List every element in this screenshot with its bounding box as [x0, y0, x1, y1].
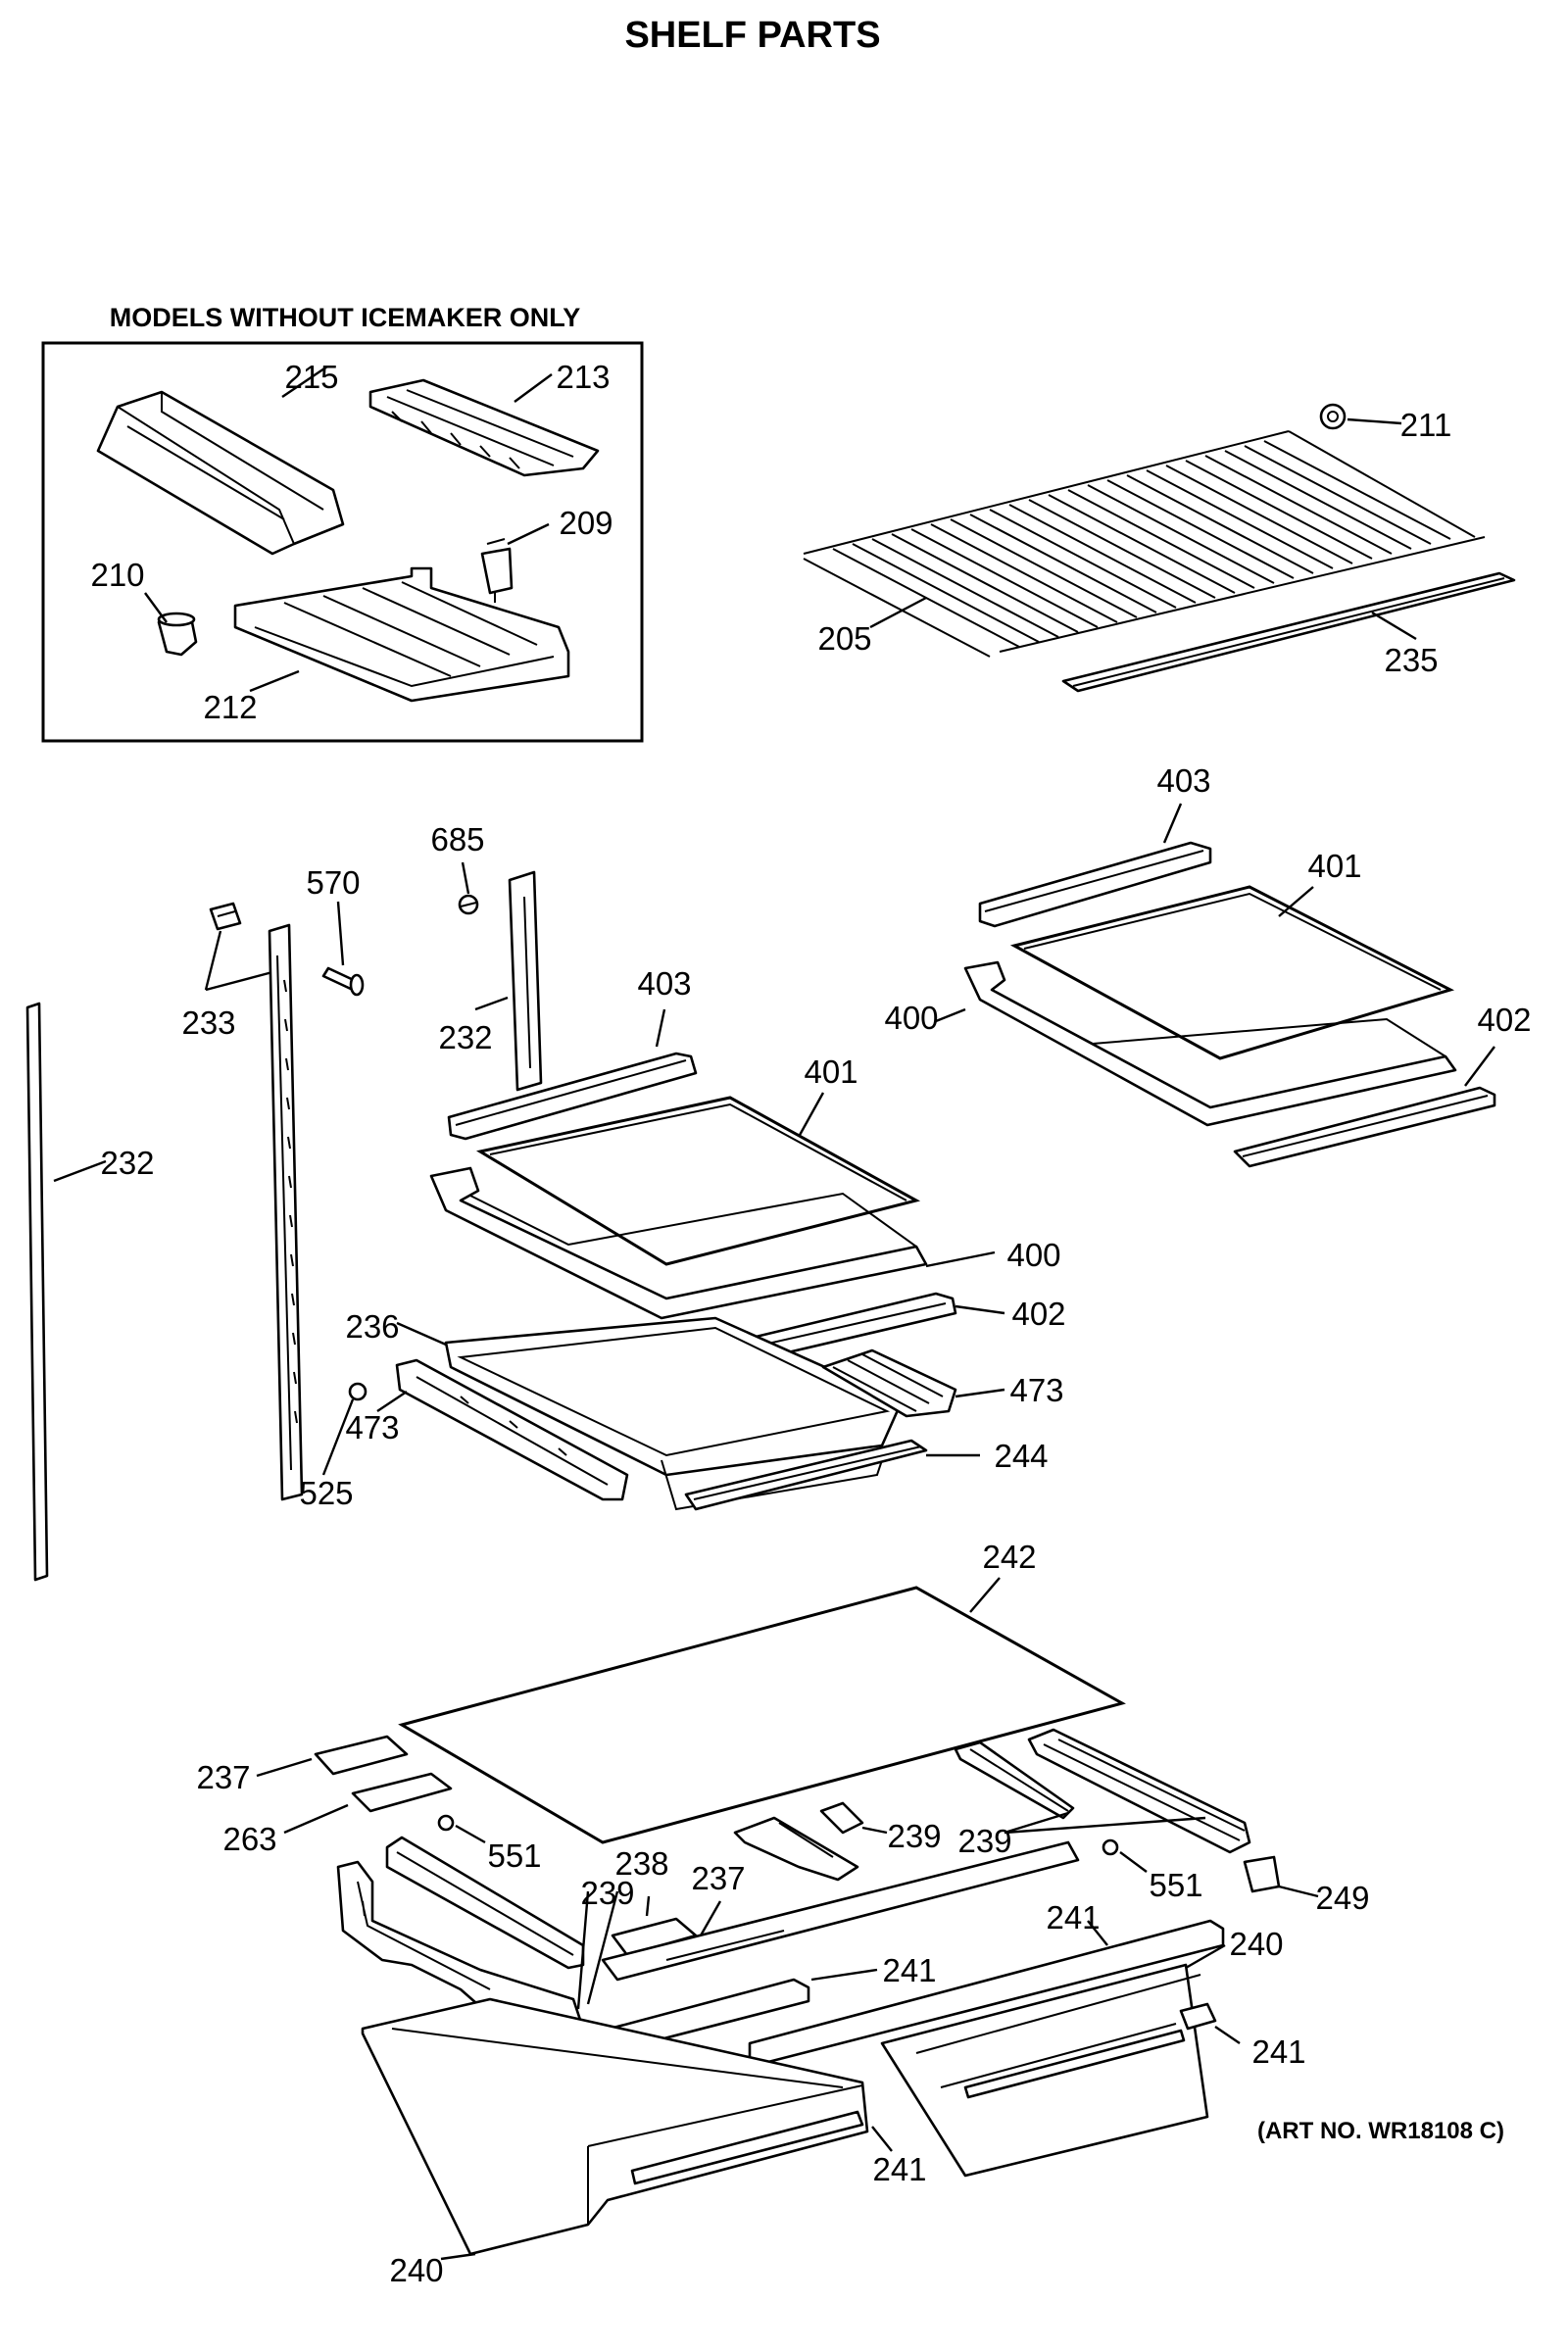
- part-263-left-trim: [351, 1772, 453, 1813]
- callout-241-right: 241: [1251, 2034, 1305, 2070]
- callout-235: 235: [1384, 642, 1438, 678]
- callout-240-right: 240: [1229, 1926, 1283, 1962]
- part-401-center-glass: [475, 1096, 921, 1266]
- part-241-right-handle: [1179, 2002, 1217, 2031]
- part-205-wire-shelf: [803, 430, 1486, 658]
- part-crisper-right-slide: [1027, 1728, 1251, 1854]
- part-237-center-rail: [601, 1840, 1080, 1982]
- part-685-screw: [458, 894, 479, 915]
- part-236-crisper-cover: [444, 1316, 904, 1511]
- callout-402-center: 402: [1011, 1296, 1065, 1332]
- part-212-tray-frame: [233, 566, 570, 703]
- models-without-icemaker-box: [41, 341, 644, 743]
- part-525-screw: [348, 1382, 368, 1401]
- part-209-clip: [480, 538, 514, 603]
- part-232-center-stile: [268, 923, 304, 1501]
- callout-244: 244: [994, 1438, 1048, 1474]
- callout-241-center: 241: [882, 1952, 936, 1988]
- callout-403-center: 403: [637, 965, 691, 1002]
- part-237-left-support: [314, 1735, 409, 1776]
- part-235-shelf-trim: [1061, 571, 1516, 693]
- part-402-right-trim: [1233, 1086, 1496, 1168]
- callout-242: 242: [982, 1539, 1036, 1575]
- callout-400-right: 400: [884, 1000, 938, 1036]
- part-213-ice-tray: [368, 378, 600, 477]
- part-215-ice-bin: [96, 390, 345, 556]
- callout-238: 238: [614, 1845, 668, 1882]
- part-403-right-rail: [978, 841, 1212, 928]
- callout-205: 205: [817, 620, 871, 657]
- part-473-right-slide: [821, 1348, 957, 1418]
- callout-403-right: 403: [1156, 762, 1210, 799]
- callout-473-right: 473: [1009, 1372, 1063, 1408]
- callout-685: 685: [430, 821, 484, 858]
- callout-402-right: 402: [1477, 1002, 1531, 1038]
- callout-237-center: 237: [691, 1860, 745, 1896]
- part-244-crisper-front-trim: [684, 1439, 928, 1511]
- callout-401-center: 401: [804, 1054, 858, 1090]
- part-570-screw: [321, 966, 365, 997]
- callout-236: 236: [345, 1308, 399, 1345]
- callout-213: 213: [556, 359, 610, 395]
- callout-263: 263: [222, 1821, 276, 1857]
- icemaker-box-title: MODELS WITHOUT ICEMAKER ONLY: [110, 303, 581, 332]
- callout-551-right: 551: [1149, 1867, 1202, 1903]
- callout-212: 212: [203, 689, 257, 725]
- diagram-title: SHELF PARTS: [624, 15, 880, 56]
- callout-209: 209: [559, 505, 612, 541]
- callout-551-left: 551: [487, 1838, 541, 1874]
- callout-401-right: 401: [1307, 848, 1361, 884]
- callout-249: 249: [1315, 1880, 1369, 1916]
- callout-240-left: 240: [389, 2252, 443, 2288]
- part-240-right-drawer: [880, 1963, 1209, 2178]
- part-233-clip: [209, 902, 242, 931]
- callout-237-left: 237: [196, 1759, 250, 1795]
- part-211-cap: [1319, 403, 1347, 430]
- art-number: (ART NO. WR18108 C): [1257, 2118, 1504, 2144]
- callout-570: 570: [306, 864, 360, 901]
- part-239-center-clip: [819, 1801, 864, 1835]
- part-232-upper-stile: [508, 870, 543, 1092]
- part-400-center-frame: [429, 1166, 928, 1320]
- part-239-left-rail: [385, 1836, 585, 1970]
- callout-239-right: 239: [957, 1823, 1011, 1859]
- part-400-right-frame: [963, 960, 1457, 1127]
- part-239-center-bracket: [733, 1816, 859, 1882]
- part-232-left-rail: [25, 1002, 49, 1582]
- callout-239-left: 239: [580, 1875, 634, 1911]
- part-242-crisper-glass: [398, 1586, 1126, 1844]
- part-551-left-screw: [437, 1814, 455, 1832]
- part-249-stop: [1243, 1855, 1281, 1893]
- part-401-right-glass: [1009, 885, 1455, 1060]
- callout-400-center: 400: [1006, 1237, 1060, 1273]
- callout-241-upper: 241: [1046, 1899, 1100, 1936]
- part-240-left-drawer: [361, 1997, 869, 2256]
- callout-239-center: 239: [887, 1818, 941, 1854]
- callout-232-left: 232: [100, 1145, 154, 1181]
- callout-210: 210: [90, 557, 144, 593]
- callout-232-upper: 232: [438, 1019, 492, 1055]
- callout-215: 215: [284, 359, 338, 395]
- callout-233: 233: [181, 1004, 235, 1041]
- part-473-left-slide: [395, 1358, 629, 1501]
- part-210-knob: [157, 612, 198, 657]
- callout-525: 525: [299, 1475, 353, 1511]
- callout-211: 211: [1400, 407, 1452, 443]
- part-403-center-rail: [447, 1052, 698, 1141]
- callout-241-lower: 241: [872, 2151, 926, 2187]
- part-551-right-screw: [1102, 1838, 1119, 1856]
- callout-473-left: 473: [345, 1409, 399, 1446]
